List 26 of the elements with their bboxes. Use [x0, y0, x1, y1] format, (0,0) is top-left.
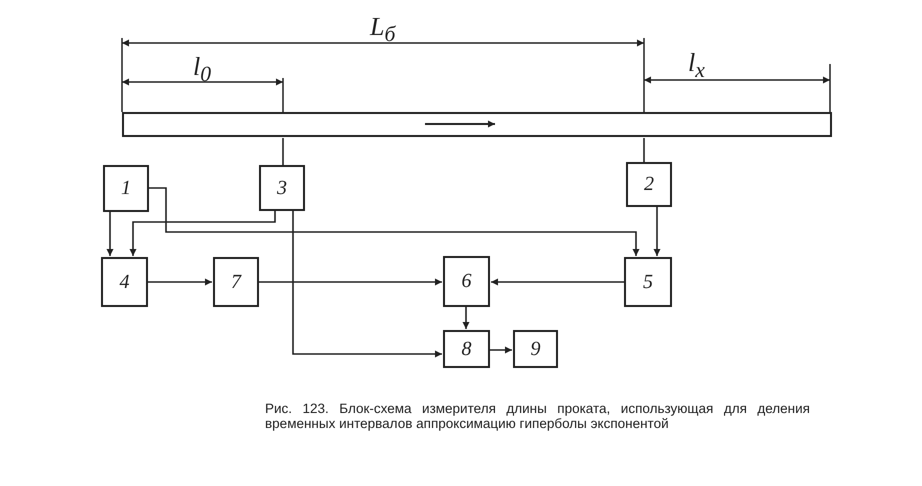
dimension-label: l$_{x}$ [688, 48, 705, 84]
dimension-label: L$_{б}$ [370, 12, 396, 48]
block-box: 1 [103, 165, 149, 212]
block-box: 2 [626, 162, 672, 207]
arrow [462, 307, 470, 329]
dimension-label: l$_{0}$ [193, 52, 212, 88]
connector-line [282, 138, 284, 165]
block-box: 5 [624, 257, 672, 307]
arrow [130, 211, 276, 256]
rolled-strip [122, 112, 832, 137]
arrow [490, 346, 512, 354]
arrow [106, 212, 114, 256]
block-box: 6 [443, 256, 490, 307]
arrow [292, 211, 442, 358]
block-box: 9 [513, 330, 558, 368]
arrow [148, 278, 212, 286]
block-box: 4 [101, 257, 148, 307]
block-box: 8 [443, 330, 490, 368]
arrow [149, 187, 640, 256]
block-box: 3 [259, 165, 305, 211]
arrow [491, 278, 624, 286]
connector-line [643, 138, 645, 162]
arrow [259, 278, 442, 286]
arrow [654, 207, 660, 256]
figure-caption: Рис. 123. Блок-схема измерителя длины проката, использующая для деления временных интервалов аппроксимацию гиперболы экспонентой [265, 401, 810, 431]
block-box: 7 [213, 257, 259, 307]
